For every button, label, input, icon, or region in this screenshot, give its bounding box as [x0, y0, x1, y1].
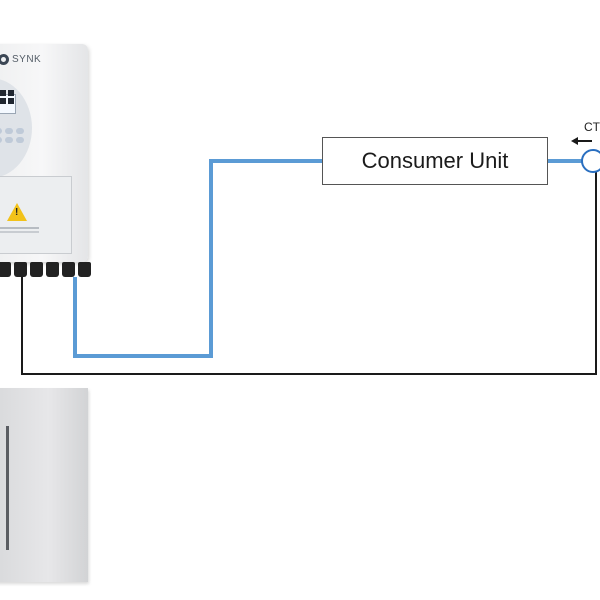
inverter-cable-glands: [0, 262, 91, 277]
ct-arrow-head-icon: [571, 137, 578, 145]
ct-label: CT: [584, 120, 600, 134]
battery-unit: [0, 388, 88, 582]
consumer-unit-label: Consumer Unit: [361, 148, 509, 173]
consumer-unit-box: Consumer Unit: [322, 137, 548, 185]
warning-text-lines: [0, 227, 39, 229]
hybrid-inverter: SYNK: [0, 44, 88, 262]
inverter-keypad: [0, 128, 24, 143]
inverter-logo: SYNK: [0, 54, 41, 65]
battery-handle: [6, 426, 9, 550]
warning-triangle-icon: [7, 203, 27, 221]
inverter-brand: SYNK: [12, 54, 42, 65]
menu-tiles-icon: [0, 90, 14, 104]
ct-signal-wire: [21, 172, 597, 375]
ct-clamp-icon: [581, 149, 600, 173]
ac-output-wire: [73, 159, 322, 358]
inverter-connection-cover: [0, 176, 72, 254]
synk-logo-icon: [0, 54, 9, 65]
